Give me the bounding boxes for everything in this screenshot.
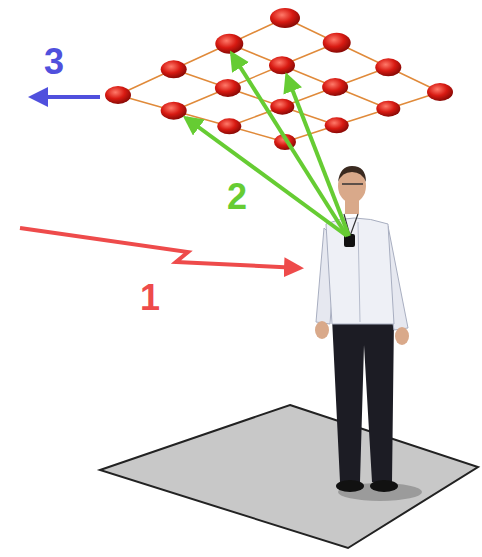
callout-number: 3 (44, 44, 64, 80)
callout-number: 2 (227, 179, 247, 215)
radio-arrow (20, 228, 300, 268)
output-arrow (32, 95, 100, 99)
grid-lines (118, 18, 440, 142)
callout-number: 1 (140, 280, 160, 316)
signal-arrows (186, 54, 349, 236)
person (315, 166, 409, 492)
floor (100, 405, 478, 548)
